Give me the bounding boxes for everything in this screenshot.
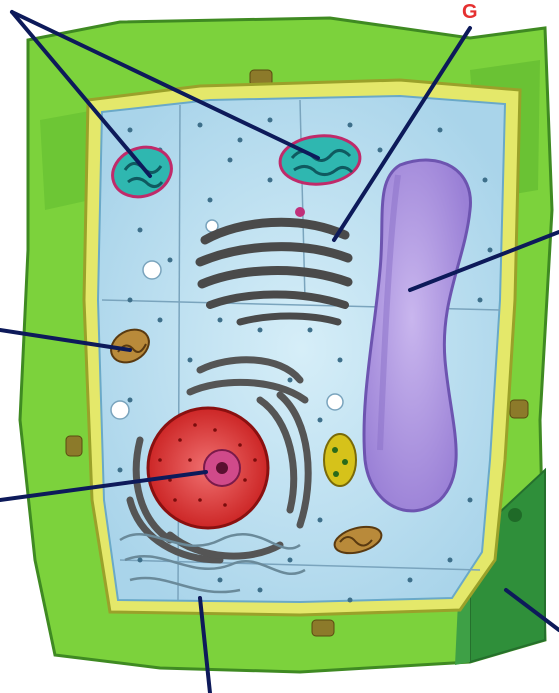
label-g: G (462, 1, 478, 23)
plasmodesma-bump (66, 436, 82, 456)
plasmodesma-bump (510, 400, 528, 418)
chloroplast (324, 434, 356, 486)
plasmodesma-bump (312, 620, 334, 636)
